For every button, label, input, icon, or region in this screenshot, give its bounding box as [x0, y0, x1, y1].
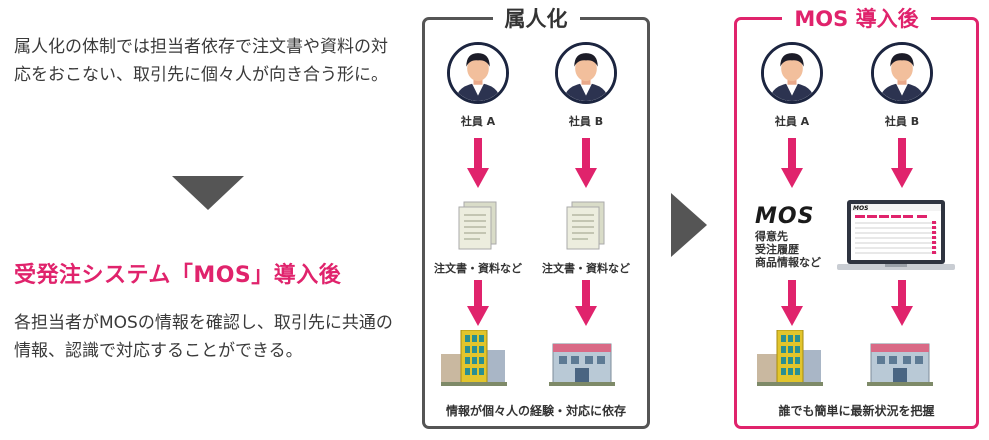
before-panel-footer: 情報が個々人の経験・対応に依存: [445, 404, 626, 418]
person-avatar-icon: [761, 42, 823, 104]
laptop-brand: MOS: [853, 205, 868, 212]
employee-b-label: 社員 B: [884, 115, 920, 128]
intro-text: 属人化の体制では担当者依存で注文書や資料の対応をおこない、取引先に個々人が向き合…: [14, 37, 388, 85]
before-panel-title: 属人化: [492, 7, 580, 31]
mos-description: 各担当者がMOSの情報を確認し、取引先に共通の情報、認識で対応することができる。: [14, 313, 393, 361]
down-triangle-icon: [172, 176, 244, 210]
building-icon: [867, 338, 933, 386]
down-arrow-icon: [781, 138, 803, 188]
mos-info-list: 得意先 受注履歴 商品情報など: [755, 230, 821, 269]
down-arrow-icon: [891, 280, 913, 326]
right-arrow-icon: [671, 193, 707, 257]
down-arrow-icon: [575, 138, 597, 188]
down-arrow-icon: [575, 280, 597, 326]
down-arrow-icon: [781, 280, 803, 326]
down-arrow-icon: [467, 280, 489, 326]
employee-a-label: 社員 A: [774, 115, 810, 128]
employee-b-label: 社員 B: [568, 115, 604, 128]
after-panel: MOS 導入後 社員 A 社員 B MOS 得意先 受注履歴 商品情報など MO…: [734, 7, 979, 429]
after-panel-title: MOS 導入後: [782, 7, 931, 31]
mos-info-item: 商品情報など: [755, 256, 821, 269]
laptop-icon: MOS: [837, 198, 955, 274]
person-avatar-icon: [555, 42, 617, 104]
building-icon: [441, 330, 507, 386]
mos-heading: 受発注システム「MOS」導入後: [14, 263, 342, 288]
after-panel-footer: 誰でも簡単に最新状況を把握: [778, 404, 935, 418]
employee-a-label: 社員 A: [460, 115, 496, 128]
building-icon: [549, 338, 615, 386]
doc-label-b: 注文書・資料など: [542, 262, 630, 275]
mos-info-item: 受注履歴: [755, 243, 799, 256]
mos-info-item: 得意先: [755, 230, 788, 243]
person-avatar-icon: [447, 42, 509, 104]
mos-logo: MOS: [755, 204, 815, 229]
person-avatar-icon: [871, 42, 933, 104]
down-arrow-icon: [891, 138, 913, 188]
document-icon: [456, 200, 500, 252]
down-arrow-icon: [467, 138, 489, 188]
building-icon: [757, 330, 823, 386]
doc-label-a: 注文書・資料など: [434, 262, 522, 275]
before-panel: 属人化 社員 A 社員 B 注文書・資料など 注文書・資料など 情報が個々人の経…: [422, 7, 650, 429]
document-icon: [564, 200, 608, 252]
